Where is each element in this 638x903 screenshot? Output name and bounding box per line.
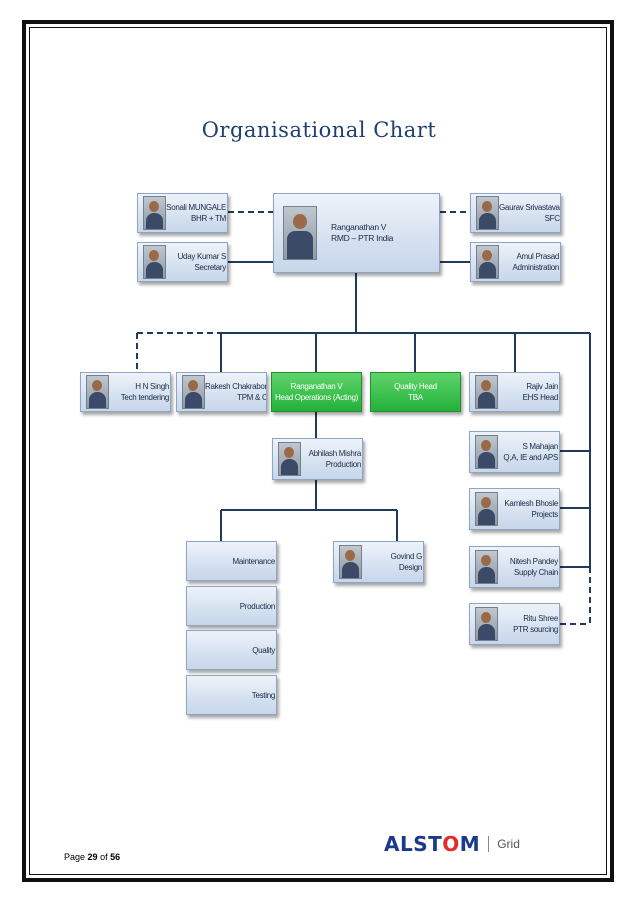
node-role: EHS Head xyxy=(522,393,559,402)
node-role: Projects xyxy=(531,510,559,519)
node-name: Ranganathan V xyxy=(331,222,387,232)
person-photo xyxy=(143,245,166,279)
node-role: Administration xyxy=(512,263,560,272)
page-label: Page xyxy=(64,852,86,862)
logo-brand-post: M xyxy=(459,832,481,856)
page-border-outer xyxy=(22,20,614,882)
person-photo xyxy=(476,245,499,279)
person-photo xyxy=(475,435,498,469)
node-name: Uday Kumar S xyxy=(177,252,227,261)
node-role: RMD – PTR India xyxy=(331,233,394,243)
logo-subtitle: Grid xyxy=(497,837,520,851)
node-name: Quality xyxy=(252,645,275,655)
node-name: Kamlesh Bhosle xyxy=(504,499,558,508)
node-name: Quality Head xyxy=(394,382,437,391)
person-photo xyxy=(475,550,498,584)
node-name: H N Singh xyxy=(135,382,169,391)
node-name: Ranganathan V xyxy=(290,382,343,391)
node-testing: Testing xyxy=(186,675,277,715)
person-photo xyxy=(86,375,109,409)
node-role: TBA xyxy=(408,393,423,402)
total-pages: 56 xyxy=(110,852,121,862)
node-name: Production xyxy=(239,601,276,611)
node-name: Sonali MUNGALE xyxy=(166,203,226,212)
node-role: Production xyxy=(325,460,362,469)
node-name: Gaurav Srivastava xyxy=(499,203,560,212)
person-photo xyxy=(143,196,166,230)
node-name: Testing xyxy=(251,690,276,700)
node-role: TPM & CS xyxy=(237,393,267,402)
alstom-grid-logo: ALSTOM Grid xyxy=(384,832,520,856)
node-name: Govind G xyxy=(390,552,423,561)
node-govind: Govind G Design xyxy=(333,541,424,583)
node-name: Rakesh Chakraborty xyxy=(205,382,267,391)
node-name: Nitesh Pandey xyxy=(509,557,558,566)
node-name: Maintenance xyxy=(232,556,275,566)
node-name: S Mahajan xyxy=(522,442,558,451)
person-photo xyxy=(278,442,301,476)
node-uday: Uday Kumar S Secretary xyxy=(137,242,228,282)
node-role: SFC xyxy=(544,214,560,223)
page-border-inner xyxy=(29,27,607,875)
node-maintenance: Maintenance xyxy=(186,541,277,581)
person-photo xyxy=(182,375,205,409)
logo-brand-pre: ALST xyxy=(384,832,443,856)
person-photo xyxy=(339,545,362,579)
person-photo xyxy=(475,492,498,526)
node-production: Production xyxy=(186,586,277,626)
node-role: Head Operations (Acting) xyxy=(274,393,359,402)
node-role: Secretary xyxy=(194,263,226,272)
node-quality: Quality xyxy=(186,630,277,670)
person-photo xyxy=(283,206,317,260)
person-photo xyxy=(476,196,499,230)
person-photo xyxy=(475,607,498,641)
node-sonali: Sonali MUNGALE BHR + TM xyxy=(137,193,228,233)
node-role: Design xyxy=(398,563,422,572)
node-name: Amul Prasad xyxy=(516,252,560,261)
chart-title: Organisational Chart xyxy=(201,118,437,142)
node-role: PTR sourcing xyxy=(513,625,558,634)
page-number: 29 xyxy=(87,852,98,862)
page-footer: Page 29 of 56 xyxy=(64,852,120,862)
of-label: of xyxy=(100,852,108,862)
node-role: Supply Chain xyxy=(514,568,558,577)
person-photo xyxy=(475,375,498,409)
node-name: Ritu Shree xyxy=(523,614,558,623)
node-role: Tech tendering xyxy=(120,393,170,402)
node-ranga-ops: Ranganathan V Head Operations (Acting) xyxy=(271,372,362,412)
logo-separator xyxy=(488,836,490,852)
logo-brand-o: O xyxy=(442,832,460,856)
node-role: BHR + TM xyxy=(190,214,226,223)
node-name: Abhilash Mishra xyxy=(308,449,362,458)
node-name: Rajiv Jain xyxy=(526,382,558,391)
node-role: Q,A, IE and APS xyxy=(503,453,558,462)
